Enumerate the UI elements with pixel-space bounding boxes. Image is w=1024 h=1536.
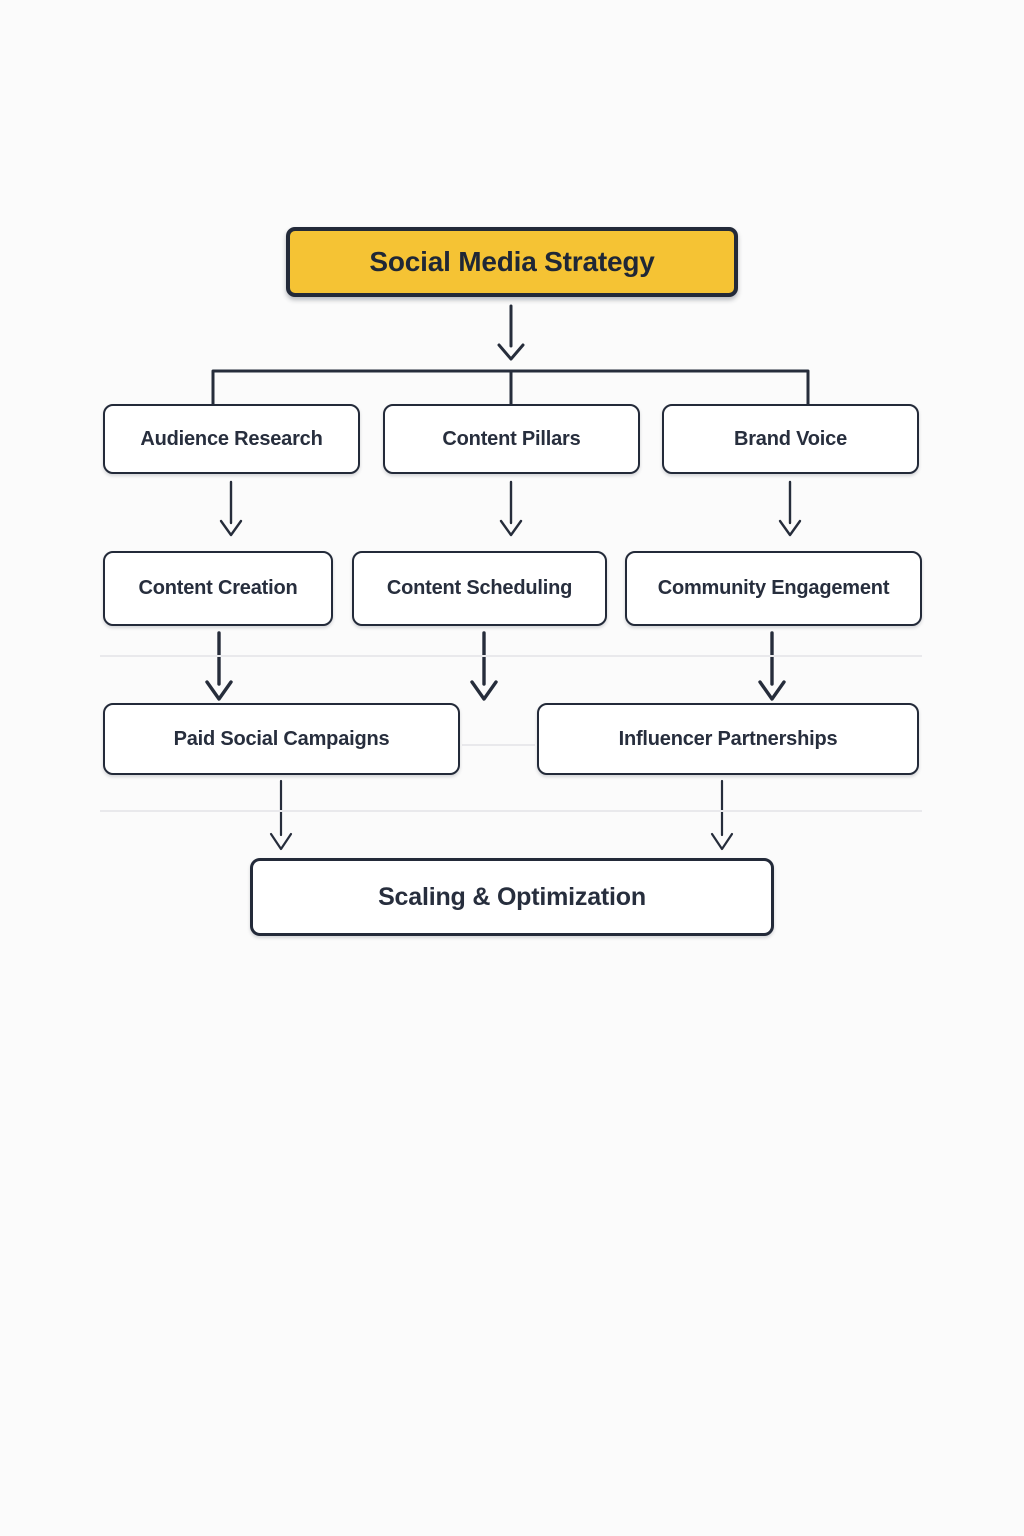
faint-guide-lines (100, 655, 922, 812)
arrow-voice-head (778, 519, 802, 537)
arrow-audience-head (219, 519, 243, 537)
node-label: Audience Research (140, 427, 323, 450)
node-content-creation: Content Creation (103, 551, 333, 626)
node-label: Community Engagement (657, 577, 890, 599)
arrow-root-head (497, 343, 525, 361)
node-community-engagement: Community Engagement (625, 551, 922, 626)
node-influencer-partnerships: Influencer Partnerships (537, 703, 919, 775)
node-social-media-strategy: Social Media Strategy (286, 227, 738, 297)
node-label: Social Media Strategy (369, 246, 655, 277)
node-label: Scaling & Optimization (378, 882, 646, 911)
node-label: Brand Voice (733, 427, 847, 450)
node-label: Content Scheduling (386, 577, 573, 599)
connector-root-branch (211, 304, 810, 406)
node-brand-voice: Brand Voice (662, 404, 919, 474)
arrow-engagement-head (758, 680, 786, 701)
arrow-paid-head (269, 832, 293, 851)
node-content-scheduling: Content Scheduling (352, 551, 607, 626)
node-scaling-optimization: Scaling & Optimization (250, 858, 774, 936)
node-label: Influencer Partnerships (618, 727, 838, 750)
arrow-scheduling-head (470, 680, 498, 701)
node-label: Paid Social Campaigns (173, 727, 390, 750)
arrow-pillars-head (499, 519, 523, 537)
connectors-level1-level2 (219, 480, 802, 537)
node-label: Content Pillars (442, 427, 581, 450)
node-audience-research: Audience Research (103, 404, 360, 474)
arrow-creation-head (205, 680, 233, 701)
connectors-level2-level3 (205, 631, 786, 701)
node-content-pillars: Content Pillars (383, 404, 640, 474)
node-paid-social-campaigns: Paid Social Campaigns (103, 703, 460, 775)
arrow-influencer-head (710, 832, 734, 851)
branch-line-level1 (211, 369, 810, 406)
connectors-level3-final (269, 779, 734, 851)
node-label: Content Creation (138, 577, 298, 599)
